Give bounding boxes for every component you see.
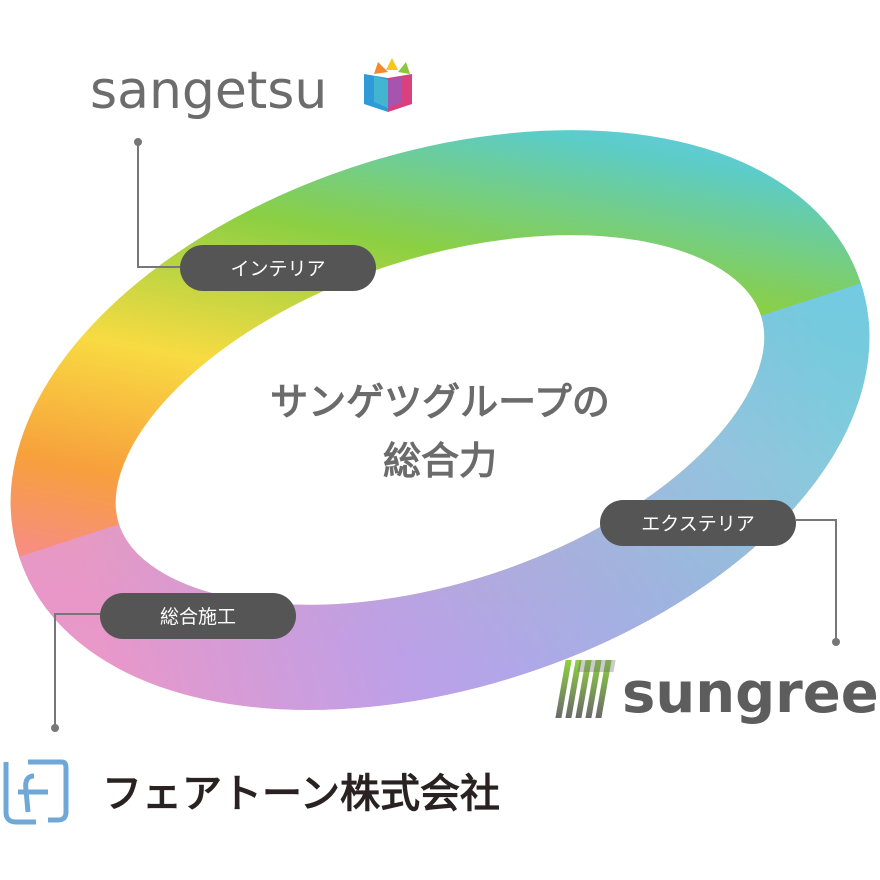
connector-construction: [51, 613, 100, 732]
connector-exterior: [796, 519, 840, 646]
sungreen-logo: sungreen: [555, 660, 880, 726]
sangetsu-book-icon: [364, 58, 412, 112]
center-title-line1: サンゲツグループの: [270, 380, 610, 424]
pill-interior: インテリア: [180, 245, 376, 291]
sangetsu-logo: sangetsu: [90, 58, 412, 121]
pill-interior-label: インテリア: [230, 258, 325, 280]
center-title-line2: 総合力: [383, 439, 497, 483]
sungreen-stripes-icon: [555, 660, 616, 718]
fairtone-wordmark: フェアトーン株式会社: [102, 771, 500, 817]
fairtone-logo: フェアトーン株式会社: [3, 759, 500, 825]
pill-exterior-label: エクステリア: [641, 513, 754, 535]
sangetsu-wordmark: sangetsu: [90, 61, 327, 121]
pill-construction: 総合施工: [100, 593, 296, 639]
pill-construction-label: 総合施工: [160, 606, 236, 628]
pill-exterior: エクステリア: [600, 500, 796, 546]
sungreen-wordmark: sungreen: [622, 661, 880, 726]
fairtone-mark-icon: [3, 759, 69, 825]
connector-interior: [134, 138, 182, 268]
